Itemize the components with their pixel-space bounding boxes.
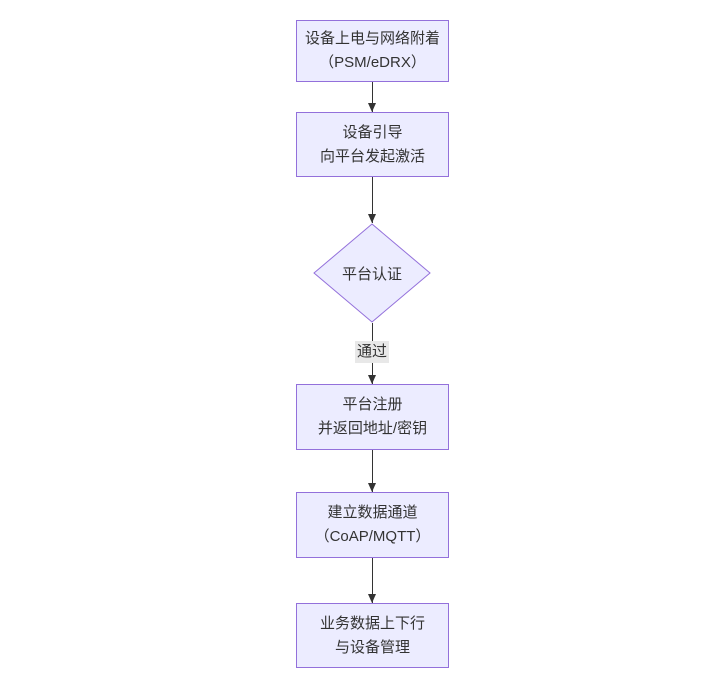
node-data-channel-line2: （CoAP/MQTT） — [314, 528, 431, 545]
arrowhead-icon — [368, 103, 376, 112]
edge-arrow-4 — [368, 450, 376, 492]
node-business-data: 业务数据上下行 与设备管理 — [296, 603, 449, 668]
edge-arrow-5 — [368, 558, 376, 603]
node-platform-register-line1: 平台注册 — [342, 396, 403, 413]
node-power-attach-line1: 设备上电与网络附着 — [304, 30, 440, 47]
node-platform-register: 平台注册 并返回地址/密钥 — [296, 384, 449, 450]
node-bootstrap: 设备引导 向平台发起激活 — [296, 112, 449, 177]
arrowhead-icon — [368, 375, 376, 384]
node-power-attach: 设备上电与网络附着 （PSM/eDRX） — [296, 20, 449, 82]
arrowhead-icon — [368, 214, 376, 223]
node-platform-auth-label: 平台认证 — [341, 265, 402, 283]
node-data-channel: 建立数据通道 （CoAP/MQTT） — [296, 492, 449, 558]
node-bootstrap-line2: 向平台发起激活 — [319, 147, 425, 165]
diamond-shape — [313, 223, 431, 323]
node-power-attach-line2: （PSM/eDRX） — [319, 54, 426, 71]
node-platform-register-line2: 并返回地址/密钥 — [317, 420, 428, 437]
edge-arrow-2 — [368, 177, 376, 223]
edge-arrow-1 — [368, 82, 376, 112]
node-business-data-line2: 与设备管理 — [334, 638, 410, 656]
arrowhead-icon — [368, 483, 376, 492]
node-business-data-line1: 业务数据上下行 — [319, 614, 425, 632]
node-bootstrap-line1: 设备引导 — [342, 123, 403, 141]
node-data-channel-line1: 建立数据通道 — [327, 504, 418, 521]
arrowhead-icon — [368, 594, 376, 603]
node-platform-auth: 平台认证 — [313, 223, 431, 323]
edge-label-pass: 通过 — [354, 341, 390, 363]
